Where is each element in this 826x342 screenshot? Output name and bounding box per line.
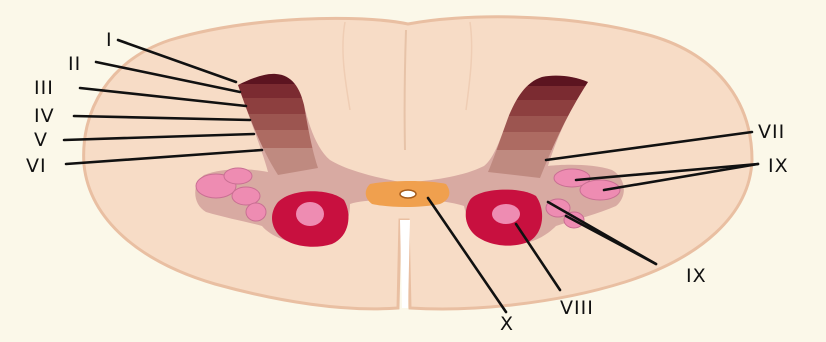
label-lamina-4: IV <box>34 105 55 127</box>
right-lamina-8-core <box>492 204 520 224</box>
label-lamina-1: I <box>106 29 113 51</box>
label-lamina-2: II <box>68 53 81 75</box>
label-lamina-7: VII <box>758 121 785 143</box>
label-lamina-8: VIII <box>560 297 594 319</box>
left-lamina-8-core <box>296 202 324 226</box>
label-lamina-3: III <box>34 77 54 99</box>
label-lamina-9-lateral: IX <box>768 155 789 177</box>
label-lamina-10: X <box>500 313 514 335</box>
label-lamina-9-medial: IX <box>686 265 707 287</box>
central-canal <box>400 190 416 198</box>
label-lamina-6: VI <box>26 155 47 177</box>
white-matter <box>84 17 752 309</box>
label-lamina-5: V <box>34 129 48 151</box>
